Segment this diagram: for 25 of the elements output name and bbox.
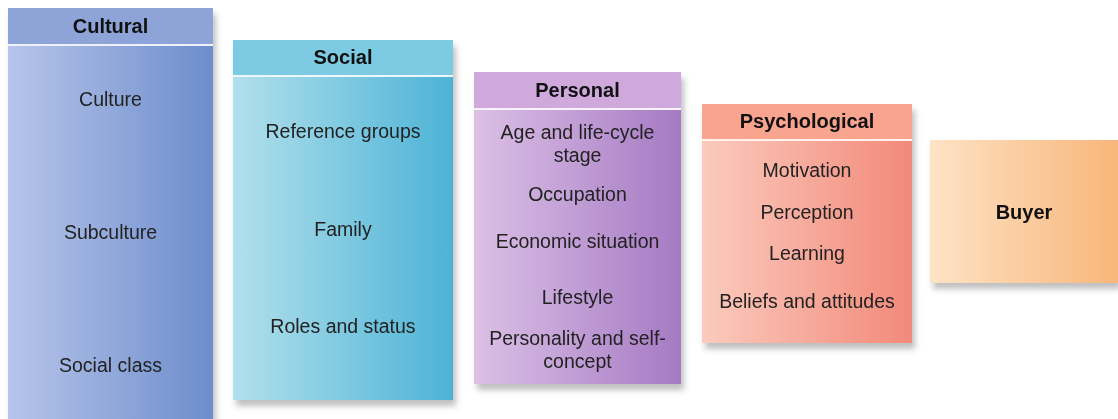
- factor-item: Roles and status: [269, 315, 417, 339]
- factor-item: Motivation: [761, 159, 853, 183]
- factor-item: Subculture: [62, 221, 159, 245]
- factor-panel: [702, 104, 912, 343]
- factor-item: Age and life-cycle stage: [499, 120, 656, 168]
- factor-item: Occupation: [527, 183, 628, 207]
- factor-panel: [233, 40, 453, 400]
- factor-item: Personality and self-concept: [488, 326, 667, 374]
- buyer-box: [930, 140, 1118, 283]
- factor-panel: [474, 72, 681, 384]
- factor-item: Social class: [58, 354, 163, 378]
- panel-heading: Cultural: [72, 14, 149, 38]
- panel-heading: Personal: [535, 78, 620, 102]
- factor-item: Beliefs and attitudes: [718, 290, 896, 314]
- factor-item: Perception: [759, 201, 855, 225]
- factor-item: Learning: [768, 242, 846, 266]
- factor-item: Reference groups: [264, 120, 422, 144]
- panel-heading: Psychological: [739, 110, 875, 133]
- factor-panel: [8, 8, 213, 419]
- factor-item: Lifestyle: [540, 286, 615, 310]
- panel-heading: Social: [313, 46, 373, 69]
- factor-item: Economic situation: [494, 230, 661, 254]
- factor-item: Family: [313, 218, 373, 242]
- factor-item: Culture: [78, 88, 143, 112]
- buyer-label: Buyer: [994, 200, 1054, 223]
